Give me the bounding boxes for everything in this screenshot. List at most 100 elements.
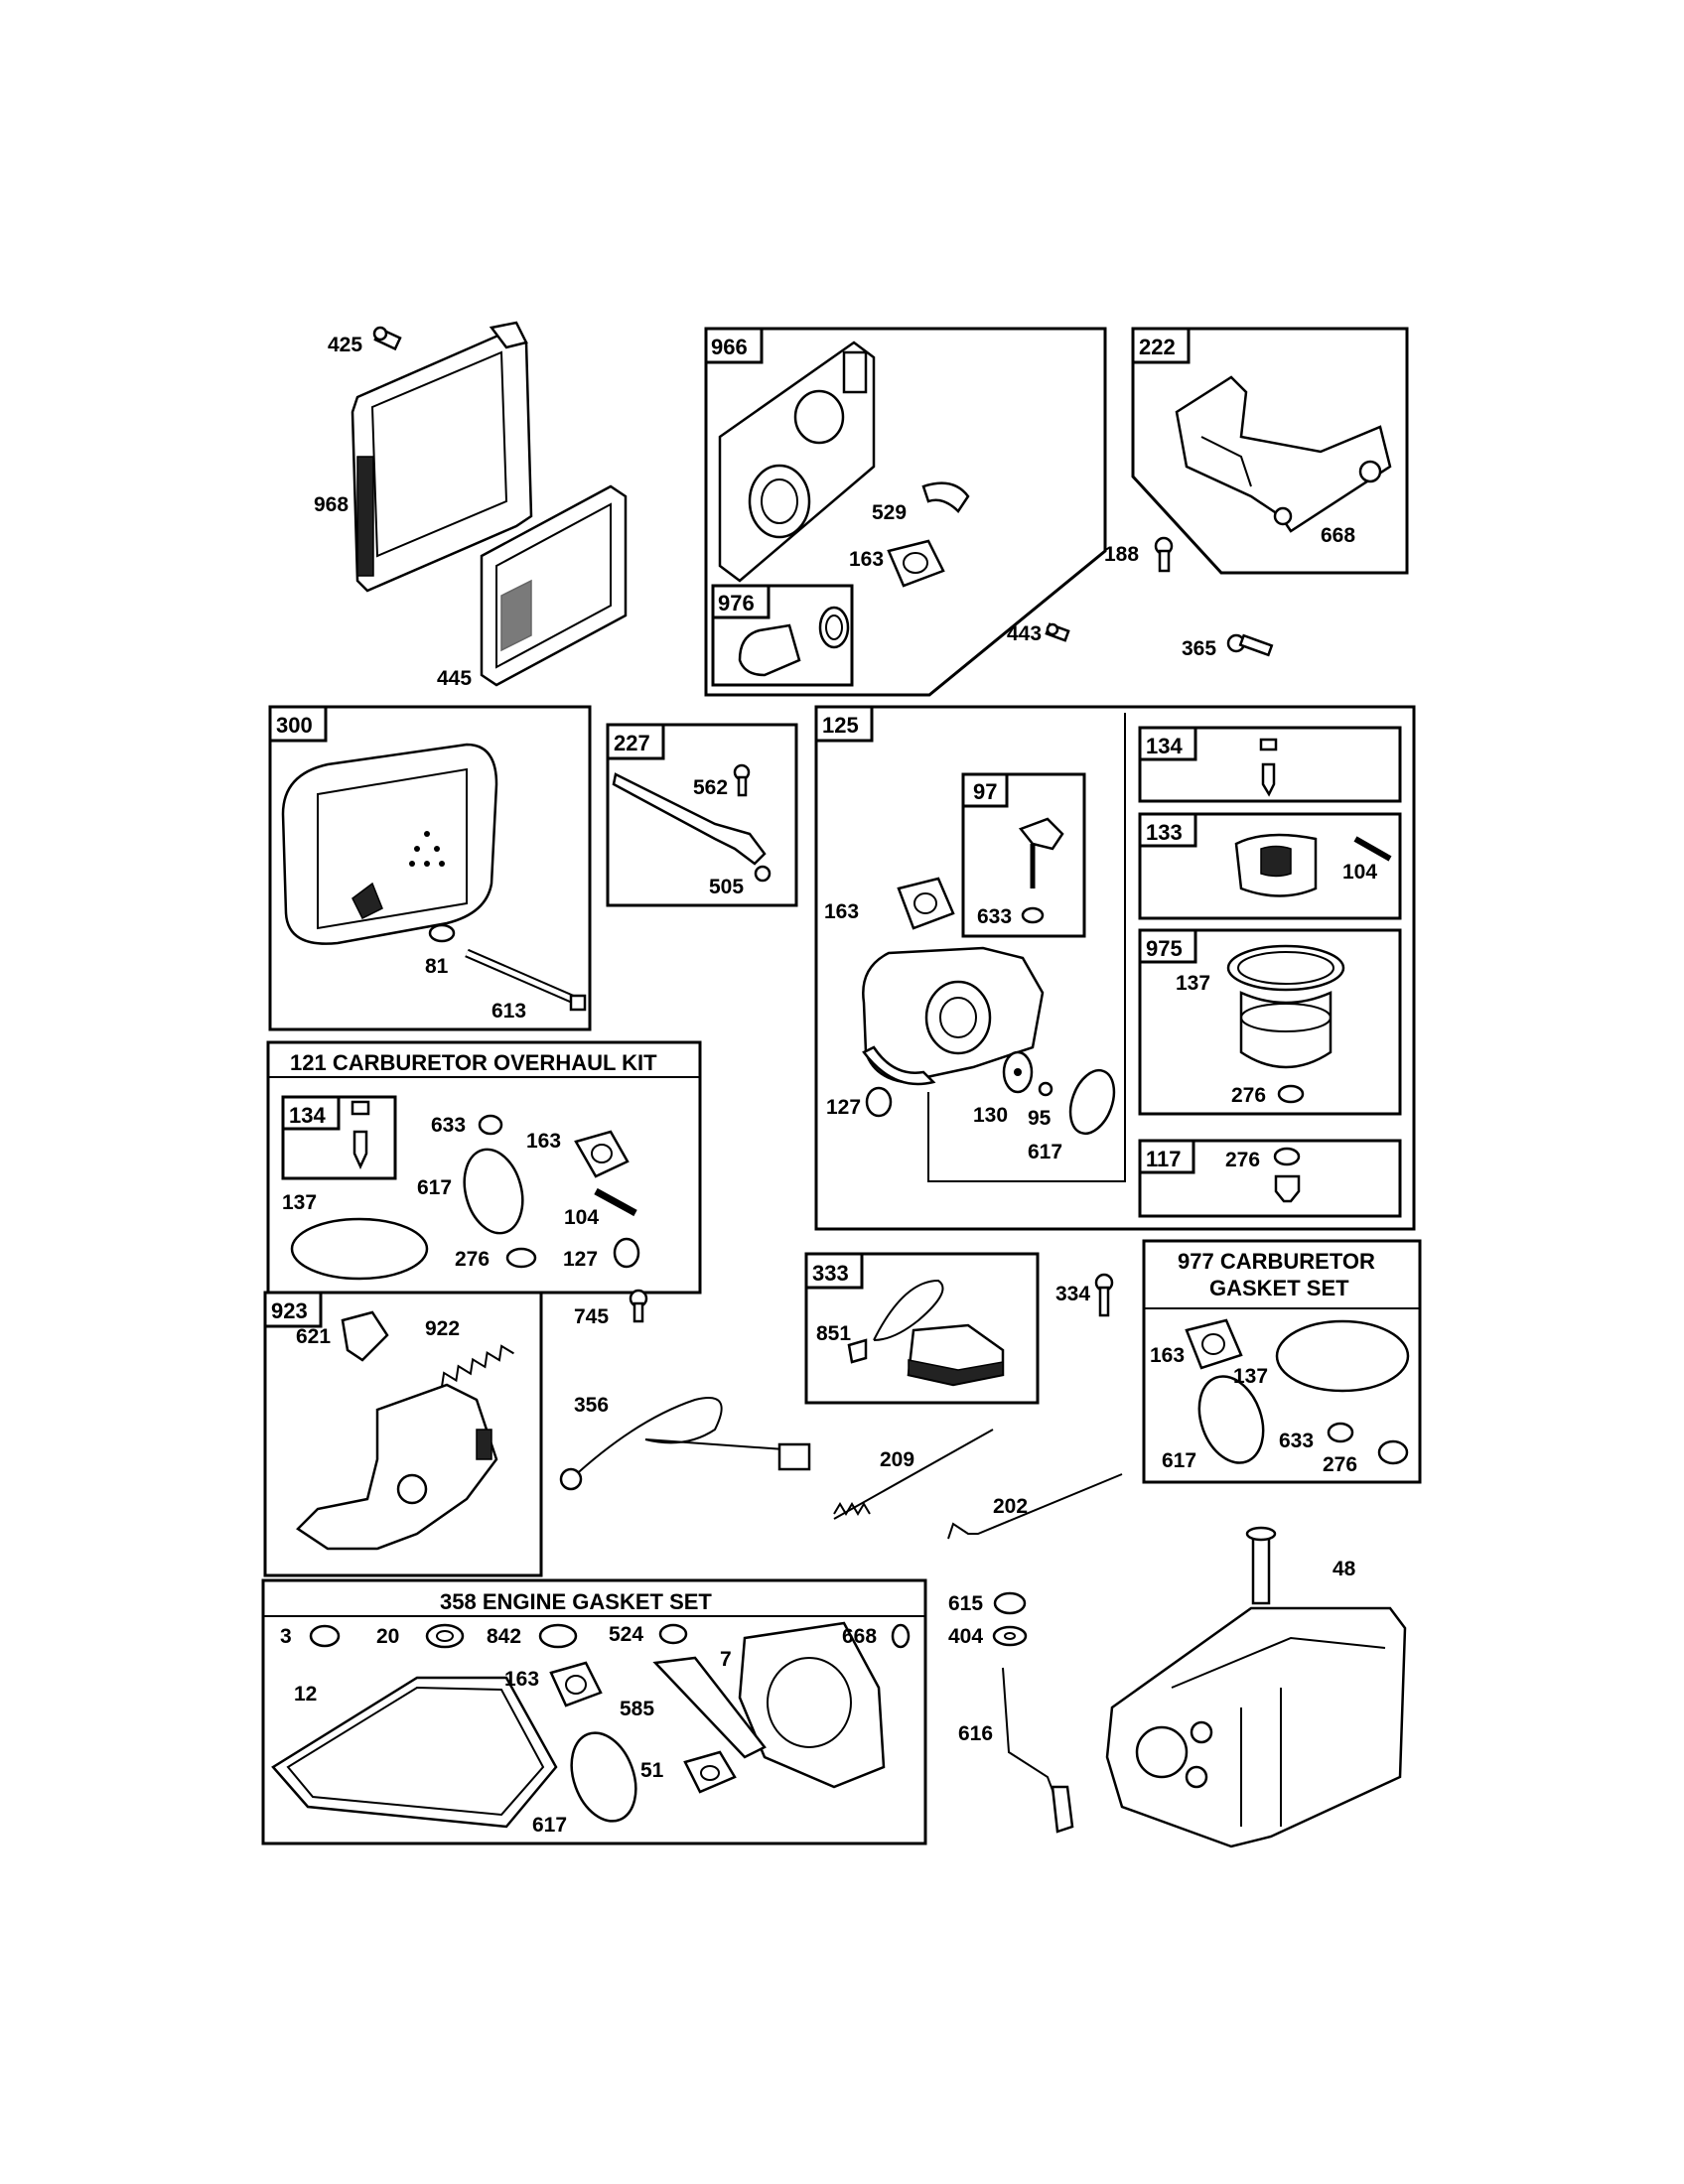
callout-130: 130 (973, 1104, 1008, 1127)
callout-365: 365 (1182, 637, 1216, 660)
callout-125: 125 (822, 713, 859, 738)
gasket-part-130 (1002, 1050, 1034, 1094)
box-227 (606, 723, 798, 907)
engine-block-part-48 (1105, 1526, 1407, 1848)
tag-923 (263, 1291, 323, 1328)
o-ring-part-137-set (1275, 1319, 1410, 1393)
seal-part-615 (993, 1591, 1027, 1615)
plug-part-127-carb (865, 1086, 893, 1118)
inlet-needle-part (1259, 738, 1278, 797)
washer-part-276-bowl (1277, 1084, 1305, 1104)
tag-134-kit (281, 1095, 341, 1131)
air-filter-part (480, 484, 628, 687)
callout-617-set: 617 (1162, 1449, 1196, 1472)
callout-137-bowl: 137 (1176, 972, 1210, 995)
tag-97 (961, 772, 1009, 808)
callout-163-set: 163 (1150, 1344, 1185, 1367)
callout-163: 163 (849, 548, 884, 571)
screw-part-443 (1045, 622, 1070, 642)
callout-585: 585 (620, 1698, 654, 1720)
callout-51: 51 (640, 1759, 664, 1782)
callout-922: 922 (425, 1317, 460, 1340)
callout-117: 117 (1146, 1147, 1182, 1171)
gasket-part-585 (652, 1656, 767, 1759)
box-133 (1138, 812, 1402, 920)
callout-276-set: 276 (1323, 1453, 1357, 1476)
o-ring-part-404 (992, 1625, 1028, 1647)
inlet-needle-part-kit (351, 1100, 370, 1169)
seal-part-842 (538, 1623, 578, 1649)
callout-163-engine: 163 (504, 1668, 539, 1691)
callout-137-kit: 137 (282, 1191, 317, 1214)
tag-133 (1138, 812, 1197, 848)
ground-wire-part-356 (559, 1397, 811, 1491)
gasket-part-163-kit (574, 1130, 630, 1178)
carburetor-part (862, 946, 1045, 1086)
tag-117 (1138, 1139, 1195, 1174)
callout-505: 505 (709, 876, 744, 898)
callout-97: 97 (973, 779, 997, 804)
callout-276-kit: 276 (455, 1248, 490, 1271)
gasket-part-163-set (1185, 1318, 1243, 1370)
callout-137-set: 137 (1233, 1365, 1268, 1388)
muffler-part (281, 743, 498, 945)
o-ring-part-137-kit (290, 1217, 429, 1281)
dipstick-tube-part-616 (1002, 1667, 1074, 1834)
callout-163-kit: 163 (526, 1130, 561, 1153)
callout-127-carb: 127 (826, 1096, 861, 1119)
callout-617-carb: 617 (1028, 1141, 1062, 1163)
crankcase-gasket-part-12 (271, 1676, 558, 1829)
callout-300: 300 (276, 713, 313, 738)
callout-188: 188 (1104, 543, 1139, 566)
o-ring-part-617-carb (1068, 1068, 1116, 1136)
tag-966 (704, 327, 764, 364)
plug-part-127-kit (613, 1237, 640, 1269)
callout-968: 968 (314, 493, 349, 516)
tag-975 (1138, 928, 1197, 964)
callout-613: 613 (491, 1000, 526, 1023)
callout-745: 745 (574, 1305, 609, 1328)
tag-125 (814, 705, 874, 743)
callout-12: 12 (294, 1683, 317, 1706)
callout-633: 633 (977, 905, 1012, 928)
callout-562: 562 (693, 776, 728, 799)
box-923 (263, 1291, 543, 1577)
callout-276-bowl: 276 (1231, 1084, 1266, 1107)
callout-668-gasket: 668 (842, 1625, 877, 1648)
screw-part-562 (733, 763, 751, 797)
ignition-armature-part (873, 1279, 1005, 1387)
seal-part-633-set (1327, 1422, 1354, 1443)
callout-668: 668 (1321, 524, 1355, 547)
float-part (1234, 833, 1318, 897)
callout-276-117: 276 (1225, 1149, 1260, 1171)
callout-621: 621 (296, 1325, 331, 1348)
carburetor-body-plate-part (718, 341, 876, 583)
box-333 (804, 1252, 1040, 1405)
callout-617-kit: 617 (417, 1176, 452, 1199)
seal-part-633-kit (478, 1114, 503, 1136)
link-part-621 (341, 1310, 389, 1362)
callout-48: 48 (1333, 1558, 1356, 1580)
bowl-nut-part (1274, 1174, 1301, 1203)
callout-81: 81 (425, 955, 449, 978)
callout-227: 227 (614, 731, 650, 755)
box-222 (1131, 327, 1409, 575)
engine-gasket-set-title: 358 ENGINE GASKET SET (440, 1589, 712, 1614)
callout-616: 616 (958, 1722, 993, 1745)
callout-966: 966 (711, 335, 748, 359)
box-117 (1138, 1139, 1402, 1218)
callout-615: 615 (948, 1592, 983, 1615)
box-125-inner-bracket (927, 713, 1126, 1182)
governor-control-bracket-part (1175, 375, 1392, 533)
washer-part-81 (428, 923, 456, 943)
seal-part-20 (425, 1623, 465, 1649)
callout-851: 851 (816, 1322, 851, 1345)
elbow-fitting-part (921, 481, 970, 513)
tag-976 (711, 584, 771, 619)
callout-202: 202 (993, 1495, 1028, 1518)
screw-part-334 (1094, 1273, 1114, 1317)
callout-334: 334 (1055, 1283, 1090, 1305)
throttle-link-part-202 (947, 1473, 1123, 1540)
callout-133: 133 (1146, 820, 1183, 845)
